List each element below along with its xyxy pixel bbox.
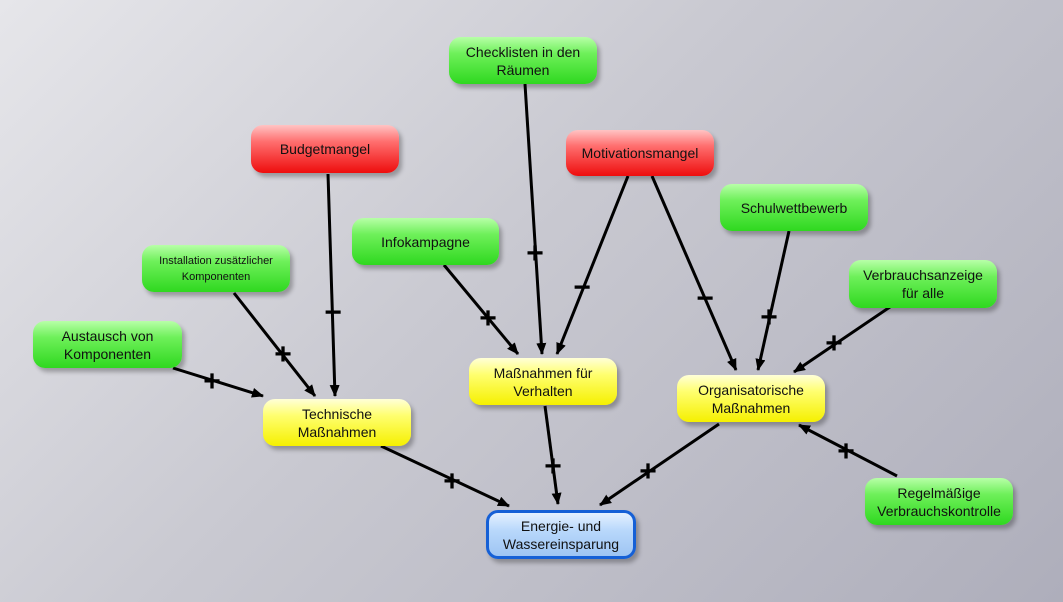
edge-schulwettbewerb-organisatorisch	[755, 230, 791, 371]
sign-plus: +	[837, 435, 855, 468]
sign-minus: −	[324, 296, 342, 329]
edge-motivation-verhalten	[555, 175, 630, 355]
edge-budgetmangel-technische	[326, 173, 340, 397]
node-installation: Installation zusätzlicher Komponenten	[142, 245, 290, 292]
edge-austausch-technische	[172, 366, 264, 398]
node-checklisten: Checklisten in den Räumen	[449, 37, 597, 84]
sign-plus: +	[274, 338, 292, 371]
edge-organisatorisch-energie	[599, 422, 720, 507]
edge-checklisten-verhalten	[523, 83, 547, 355]
sign-plus: +	[639, 455, 657, 488]
node-energie: Energie- und Wassereinsparung	[486, 510, 636, 559]
edge-motivation-organisatorisch	[650, 175, 738, 371]
sign-plus: +	[526, 237, 544, 270]
sign-plus: +	[479, 302, 497, 335]
edge-technische-energie	[380, 444, 510, 508]
sign-minus: −	[696, 282, 714, 315]
sign-plus: +	[443, 465, 461, 498]
node-organisatorische: Organisatorische Maßnahmen	[677, 375, 825, 422]
node-regelmaessige: Regelmäßige Verbrauchskontrolle	[865, 478, 1013, 525]
node-verbrauchsanzeige: Verbrauchsanzeige für alle	[849, 260, 997, 308]
node-budgetmangel: Budgetmangel	[251, 125, 399, 173]
sign-plus: +	[760, 301, 778, 334]
node-schulwettbewerb: Schulwettbewerb	[720, 184, 868, 231]
node-austausch: Austausch von Komponenten	[33, 321, 182, 368]
edge-infokampagne-verhalten	[442, 264, 520, 355]
node-infokampagne: Infokampagne	[352, 218, 499, 265]
edge-installation-technische	[232, 292, 317, 397]
edge-verhalten-energie	[543, 405, 562, 505]
node-motivationsmangel: Motivationsmangel	[566, 130, 714, 176]
node-technische: Technische Maßnahmen	[263, 399, 411, 446]
sign-minus: −	[573, 271, 591, 304]
edge-regelmaessige-organisatorisch	[798, 423, 898, 478]
edge-verbrauchsanzeige-organisatorisch	[793, 305, 891, 374]
node-massnahmen-verhalten: Maßnahmen für Verhalten	[469, 358, 617, 405]
sign-plus: +	[825, 327, 843, 360]
sign-plus: +	[203, 365, 221, 398]
sign-plus: +	[544, 450, 562, 483]
